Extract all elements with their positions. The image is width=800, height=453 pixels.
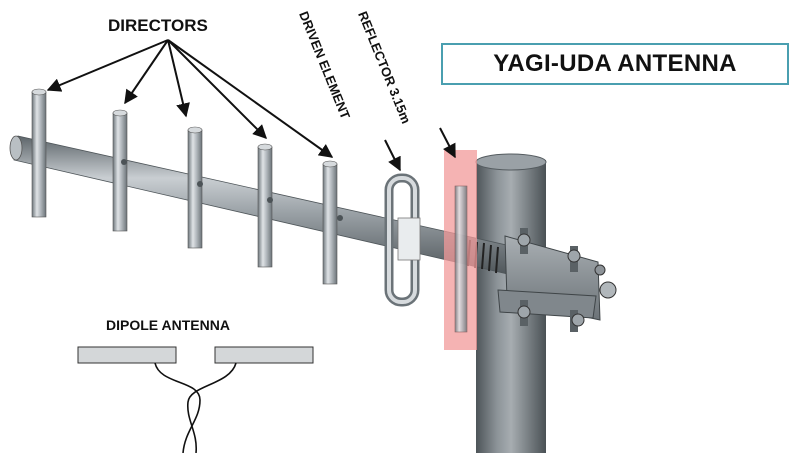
reflector-rod (454, 185, 468, 333)
dipole-left-arm (77, 346, 177, 364)
mounting-bracket (497, 228, 617, 332)
director-rod-4 (257, 143, 273, 268)
director-rod-5 (322, 160, 338, 285)
director-rod-2 (112, 109, 128, 232)
dipole-antenna-schematic (77, 346, 314, 453)
director-rod-3 (187, 126, 203, 249)
driven-element-arrow (384, 139, 401, 172)
director-arrows (46, 39, 334, 158)
dipole-antenna-label: DIPOLE ANTENNA (106, 317, 230, 333)
title-box: YAGI-UDA ANTENNA (441, 43, 789, 85)
dipole-feed-wire-1 (154, 362, 201, 453)
director-rod-1 (31, 88, 47, 218)
page-title: YAGI-UDA ANTENNA (493, 50, 737, 77)
director-rods (31, 88, 413, 285)
driven-element (384, 173, 421, 307)
reflector-arrow (439, 127, 456, 159)
directors-label: DIRECTORS (108, 16, 208, 35)
dipole-right-arm (214, 346, 314, 364)
dipole-feed-wire-2 (187, 362, 237, 453)
